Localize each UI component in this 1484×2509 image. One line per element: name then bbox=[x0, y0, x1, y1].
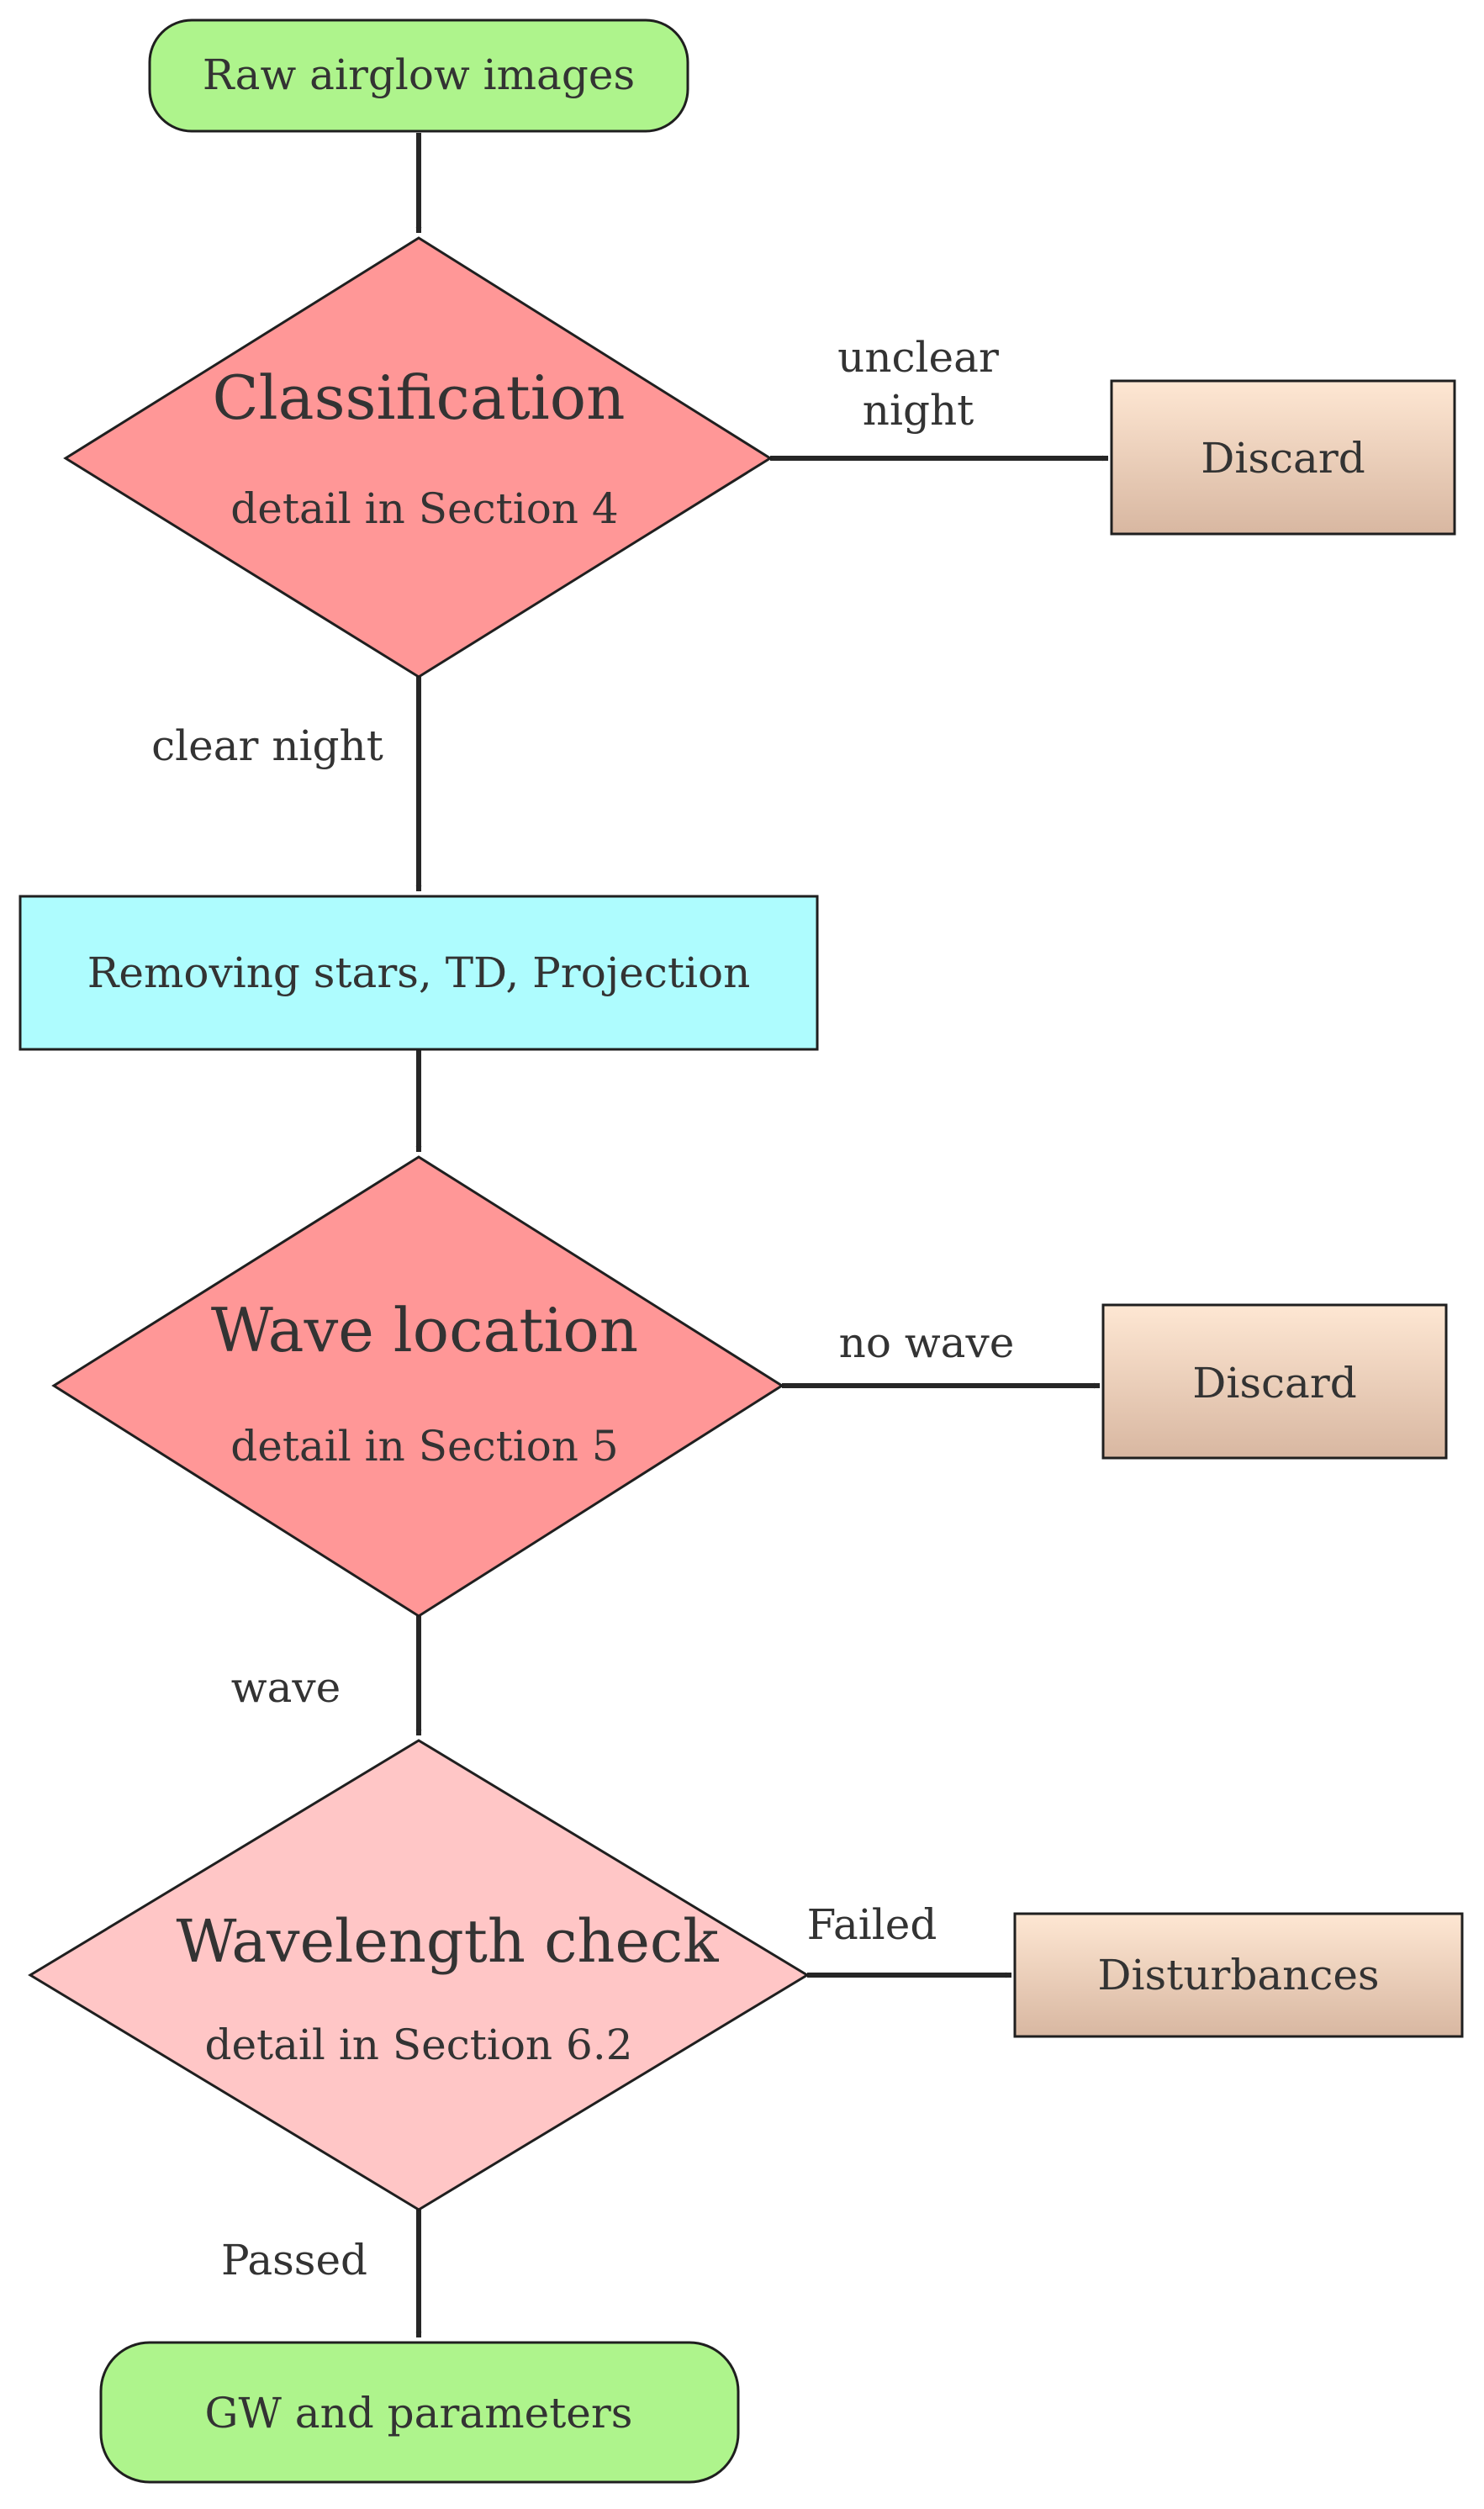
terminal-shape bbox=[148, 18, 689, 133]
process-shape bbox=[18, 895, 819, 1051]
edge-label-unclear: unclear bbox=[837, 333, 999, 382]
discard-shape bbox=[1101, 1303, 1448, 1460]
discard-shape bbox=[1110, 379, 1456, 536]
decision-shape bbox=[51, 1155, 784, 1618]
node-wave-location: Wave location detail in Section 5 bbox=[51, 1155, 784, 1618]
edge-label-no-wave: no wave bbox=[839, 1318, 1015, 1367]
terminal-shape bbox=[99, 2341, 740, 2484]
node-discard-no-wave: Discard bbox=[1101, 1303, 1448, 1460]
node-title: Wave location bbox=[211, 1295, 638, 1365]
node-wavelength-check: Wavelength check detail in Section 6.2 bbox=[28, 1739, 810, 2211]
edges bbox=[415, 133, 1109, 2338]
node-removing-stars: Removing stars, TD, Projection bbox=[18, 895, 819, 1051]
node-detail: detail in Section 4 bbox=[230, 484, 618, 533]
node-raw-airglow-images: Raw airglow images bbox=[148, 18, 689, 133]
node-title: Classification bbox=[213, 362, 626, 433]
node-detail: detail in Section 6.2 bbox=[204, 2020, 632, 2069]
node-label: Disturbances bbox=[1097, 1951, 1379, 1999]
edge-label-passed: Passed bbox=[221, 2236, 367, 2285]
disturbances-shape bbox=[1013, 1912, 1464, 2038]
edge-label-clear-night: clear night bbox=[151, 721, 383, 770]
node-label: Removing stars, TD, Projection bbox=[87, 948, 751, 997]
node-detail: detail in Section 5 bbox=[230, 1422, 618, 1471]
node-discard-unclear: Discard bbox=[1110, 379, 1456, 536]
node-disturbances: Disturbances bbox=[1013, 1912, 1464, 2038]
node-title: Wavelength check bbox=[176, 1907, 719, 1976]
decision-shape bbox=[63, 236, 773, 679]
node-label: Discard bbox=[1201, 434, 1365, 483]
edge-label-wave: wave bbox=[231, 1663, 341, 1712]
edge-label-failed: Failed bbox=[807, 1900, 937, 1949]
node-gw-and-parameters: GW and parameters bbox=[99, 2341, 740, 2484]
decision-shape bbox=[28, 1739, 810, 2211]
edge-label-night: night bbox=[863, 386, 974, 435]
node-label: GW and parameters bbox=[205, 2389, 633, 2438]
node-label: Raw airglow images bbox=[203, 50, 635, 99]
node-classification: Classification detail in Section 4 bbox=[63, 236, 773, 679]
node-label: Discard bbox=[1192, 1359, 1356, 1408]
